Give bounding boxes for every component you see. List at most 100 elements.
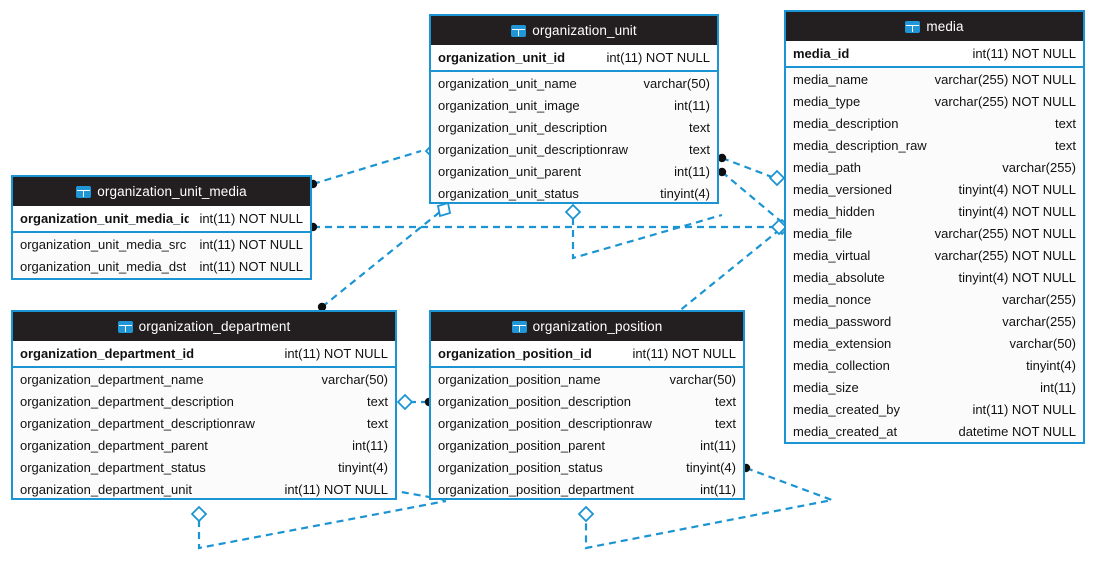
field-type: varchar(255) NOT NULL	[934, 93, 1076, 109]
field-name: media_description_raw	[793, 137, 927, 153]
field-type: text	[715, 415, 736, 431]
field-type: int(11) NOT NULL	[284, 481, 388, 497]
field-type: text	[689, 119, 710, 135]
field-name: media_collection	[793, 357, 890, 373]
field-name: media_nonce	[793, 291, 872, 307]
table-row-pk[interactable]: organization_unit_id int(11) NOT NULL	[431, 45, 717, 72]
table-organization_unit_media[interactable]: organization_unit_media organization_uni…	[11, 175, 312, 280]
table-title: organization_department	[138, 319, 291, 334]
field-type: tinyint(4)	[686, 459, 736, 475]
field-name: organization_unit_media_src	[20, 236, 187, 252]
field-name: organization_department_unit	[20, 481, 193, 497]
table-row[interactable]: media_nonce varchar(255)	[786, 288, 1083, 310]
field-name: organization_department_description	[20, 393, 234, 409]
relation-line-unit-self-parent	[571, 213, 723, 260]
table-title: organization_unit_media	[97, 184, 247, 199]
field-name: organization_position_description	[438, 393, 631, 409]
table-organization_position[interactable]: organization_position organization_posit…	[429, 310, 745, 500]
field-name: media_created_at	[793, 423, 898, 439]
table-body-organization_unit_media: organization_unit_media_src int(11) NOT N…	[13, 233, 310, 277]
table-row-pk[interactable]: organization_position_id int(11) NOT NUL…	[431, 341, 743, 368]
table-icon	[905, 20, 921, 33]
table-title: media	[926, 19, 964, 34]
table-row[interactable]: organization_department_unit int(11) NOT …	[13, 478, 395, 498]
endpoint-diamond	[190, 505, 208, 523]
field-type: int(11)	[1040, 379, 1076, 395]
relation-line-unit-desc-to-media	[721, 156, 773, 179]
relation-line-unit-parent-to-media	[721, 171, 785, 225]
table-header-organization_unit: organization_unit	[431, 16, 717, 45]
table-row-pk[interactable]: organization_department_id int(11) NOT N…	[13, 341, 395, 368]
field-name: media_size	[793, 379, 859, 395]
table-icon	[76, 185, 92, 198]
table-organization_unit[interactable]: organization_unit organization_unit_id i…	[429, 14, 719, 204]
field-type: varchar(255) NOT NULL	[934, 225, 1076, 241]
field-type: int(11)	[674, 97, 710, 113]
field-type: varchar(50)	[321, 371, 388, 387]
field-name: organization_position_parent	[438, 437, 605, 453]
field-type: tinyint(4) NOT NULL	[958, 203, 1076, 219]
table-icon	[117, 320, 133, 333]
field-name: organization_position_name	[438, 371, 601, 387]
table-media[interactable]: media media_id int(11) NOT NULL media_na…	[784, 10, 1085, 444]
endpoint-skew-diamond	[436, 201, 452, 218]
table-row[interactable]: media_size int(11)	[786, 376, 1083, 398]
field-name: media_password	[793, 313, 892, 329]
table-row-pk[interactable]: organization_unit_media_id int(11) NOT N…	[13, 206, 310, 233]
field-type: int(11) NOT NULL	[199, 258, 303, 274]
field-type: varchar(255) NOT NULL	[934, 247, 1076, 263]
relation-line-oum-to-unit	[312, 149, 422, 186]
endpoint-diamond	[768, 169, 786, 187]
table-header-media: media	[786, 12, 1083, 41]
field-type: tinyint(4)	[338, 459, 388, 475]
field-type: varchar(255)	[1002, 291, 1076, 307]
field-name: organization_position_department	[438, 481, 634, 497]
field-name: organization_position_id	[438, 346, 592, 361]
field-type: int(11) NOT NULL	[972, 46, 1076, 61]
table-organization_department[interactable]: organization_department organization_dep…	[11, 310, 397, 500]
field-type: varchar(50)	[1009, 335, 1076, 351]
field-name: organization_department_descriptionraw	[20, 415, 255, 431]
table-row-pk[interactable]: media_id int(11) NOT NULL	[786, 41, 1083, 68]
table-row[interactable]: media_created_at datetime NOT NULL	[786, 420, 1083, 442]
field-type: datetime NOT NULL	[958, 423, 1076, 439]
endpoint-diamond	[577, 505, 595, 523]
